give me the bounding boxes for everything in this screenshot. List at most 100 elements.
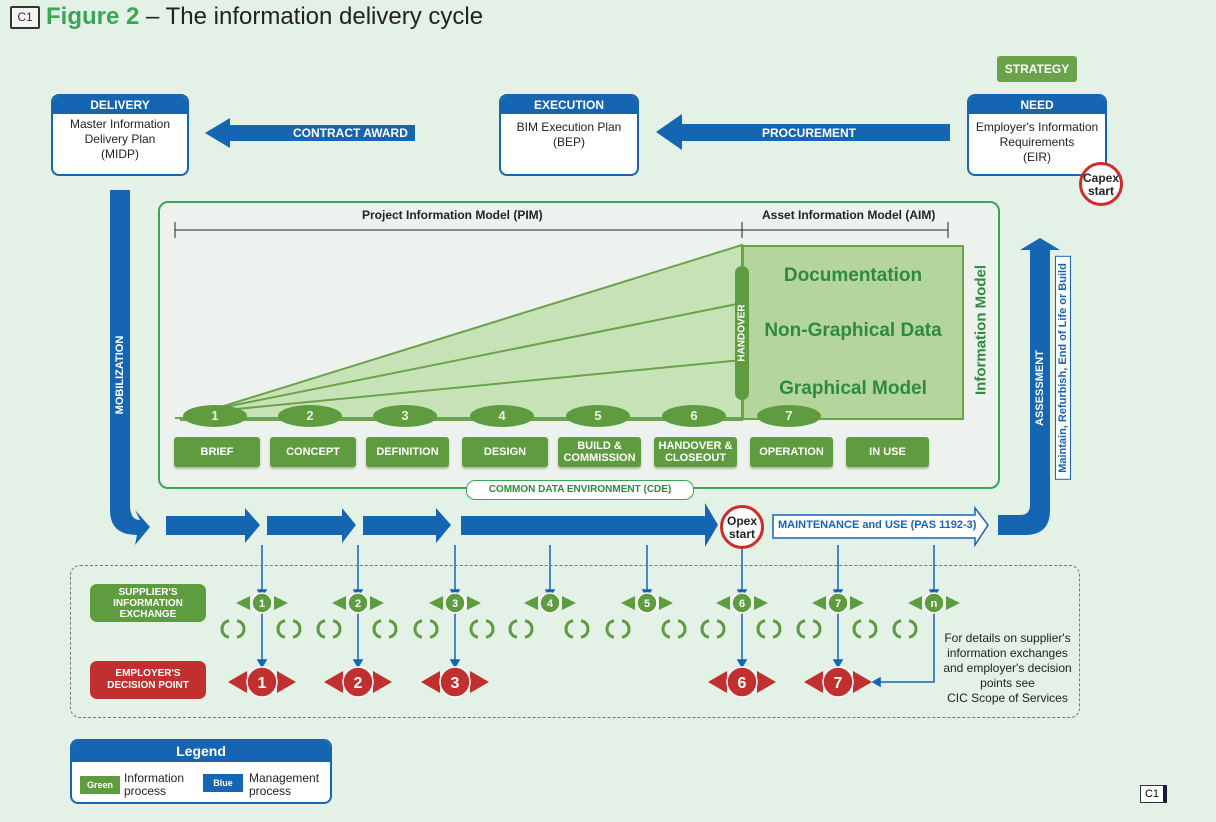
stage-in-use: IN USE	[846, 437, 929, 467]
legend-line: process	[124, 784, 167, 798]
exchange-note: For details on supplier's information ex…	[935, 631, 1080, 706]
exchange-cycle-icon	[276, 619, 302, 639]
employer-point-label: 3	[451, 675, 460, 692]
strategy-label: STRATEGY	[997, 56, 1077, 82]
employer-decision-point: 2	[324, 666, 392, 698]
cde-label: COMMON DATA ENVIRONMENT (CDE)	[466, 480, 694, 500]
supplier-point-label: 7	[835, 598, 841, 610]
supplier-point-label: 4	[547, 598, 554, 610]
timeline-arrow-1	[166, 508, 260, 543]
maintenance-arrow	[772, 505, 989, 548]
supplier-exchange-point: n	[892, 592, 960, 639]
legend-green-chip: Green	[80, 776, 120, 794]
employer-decision-point: 3	[421, 666, 489, 698]
note-line: points see	[980, 676, 1035, 690]
employer-decision-point: 7	[804, 666, 872, 698]
opex-start-marker: Opex start	[720, 505, 764, 549]
legend-blue-chip: Blue	[203, 774, 243, 792]
legend-blue-text: Management process	[249, 772, 319, 798]
legend-line: Information	[124, 771, 185, 785]
opex-text: Opex	[726, 514, 757, 528]
exchange-cycle-icon	[220, 619, 246, 639]
delivery-header: DELIVERY	[53, 96, 187, 114]
stage-label: HANDOVER &	[658, 440, 733, 452]
exchange-cycle-icon	[756, 619, 782, 639]
stage-operation: OPERATION	[750, 437, 833, 467]
note-line: information exchanges	[947, 646, 1068, 660]
label-line: INFORMATION	[113, 597, 183, 609]
stage-number-7: 7	[757, 405, 821, 427]
exchange-cycle-icon	[892, 619, 918, 639]
stage-definition: DEFINITION	[366, 437, 449, 467]
employer-point-label: 6	[738, 675, 747, 692]
legend-line: process	[249, 784, 292, 798]
timeline-arrow-2	[267, 508, 356, 543]
contract-award-arrow	[205, 118, 415, 148]
c1-tag-icon: C1	[10, 6, 40, 29]
exchange-cycle-icon	[796, 619, 822, 639]
employer-point-label: 2	[354, 675, 363, 692]
legend-green-text: Information process	[124, 772, 184, 798]
stage-number-6: 6	[662, 405, 726, 427]
supplier-point-label: n	[931, 598, 938, 610]
exchange-cycle-icon	[372, 619, 398, 639]
exchange-cycle-icon	[852, 619, 878, 639]
exchange-cycle-icon	[564, 619, 590, 639]
opex-text: start	[728, 527, 755, 541]
stage-label: BRIEF	[200, 446, 234, 458]
stage-number-1: 1	[183, 405, 247, 427]
need-line: Requirements	[999, 135, 1075, 149]
label-line: DECISION POINT	[107, 680, 189, 691]
mobilization-arrow	[110, 190, 150, 545]
contract-award-label: CONTRACT AWARD	[293, 126, 408, 140]
supplier-exchange-point: 6	[700, 592, 782, 639]
figure-number: Figure 2	[46, 3, 140, 30]
stage-concept: CONCEPT	[270, 437, 356, 467]
exchange-cycle-icon	[469, 619, 495, 639]
exchange-cycle-icon	[700, 619, 726, 639]
need-line: (EIR)	[1023, 150, 1051, 164]
execution-line: BIM Execution Plan	[516, 120, 622, 134]
stage-number-3: 3	[373, 405, 437, 427]
need-box: NEED Employer's Information Requirements…	[967, 94, 1107, 176]
timeline-arrow-3	[363, 508, 451, 543]
stage-label: DESIGN	[483, 446, 527, 458]
supplier-point-label: 2	[355, 598, 361, 610]
delivery-line: Master Information	[69, 117, 171, 131]
execution-line: (BEP)	[552, 135, 585, 149]
note-line: CIC Scope of Services	[947, 691, 1068, 705]
execution-header: EXECUTION	[501, 96, 637, 114]
note-line: For details on supplier's	[944, 631, 1071, 645]
figure-caption: – The information delivery cycle	[146, 3, 484, 30]
stage-brief: BRIEF	[174, 437, 260, 467]
supplier-exchange-point: 5	[605, 592, 687, 639]
supplier-point-label: 6	[739, 598, 745, 610]
figure-title: C1 Figure 2 – The information delivery cy…	[10, 3, 483, 31]
capex-start-marker: Capex start	[1079, 162, 1123, 206]
stage-handover-closeout: HANDOVER &CLOSEOUT	[654, 437, 737, 467]
exchange-cycle-icon	[413, 619, 439, 639]
employer-point-label: 7	[834, 675, 843, 692]
employer-point-label: 1	[258, 675, 267, 692]
assessment-arrow	[998, 238, 1060, 535]
exchange-area	[70, 565, 1080, 718]
supplier-exchange-point: 3	[413, 592, 495, 639]
procurement-label: PROCUREMENT	[762, 126, 857, 140]
exchange-cycle-icon	[605, 619, 631, 639]
employer-decision-label: EMPLOYER'S DECISION POINT	[90, 661, 206, 699]
delivery-box: DELIVERY Master Information Delivery Pla…	[51, 94, 189, 176]
stage-label: CLOSEOUT	[664, 452, 727, 464]
need-line: Employer's Information	[975, 120, 1099, 134]
aim-label: Asset Information Model (AIM)	[762, 208, 936, 222]
stage-design: DESIGN	[462, 437, 548, 467]
exchange-cycle-icon	[508, 619, 534, 639]
stage-label: BUILD &	[577, 440, 622, 452]
supplier-point-label: 1	[259, 598, 265, 610]
stage-number-5: 5	[566, 405, 630, 427]
supplier-exchange-point: 2	[316, 592, 398, 639]
stage-label: DEFINITION	[376, 446, 439, 458]
stage-label: IN USE	[869, 446, 906, 458]
legend: Legend Green Information process Blue Ma…	[70, 739, 332, 804]
label-line: EMPLOYER'S	[115, 668, 181, 679]
